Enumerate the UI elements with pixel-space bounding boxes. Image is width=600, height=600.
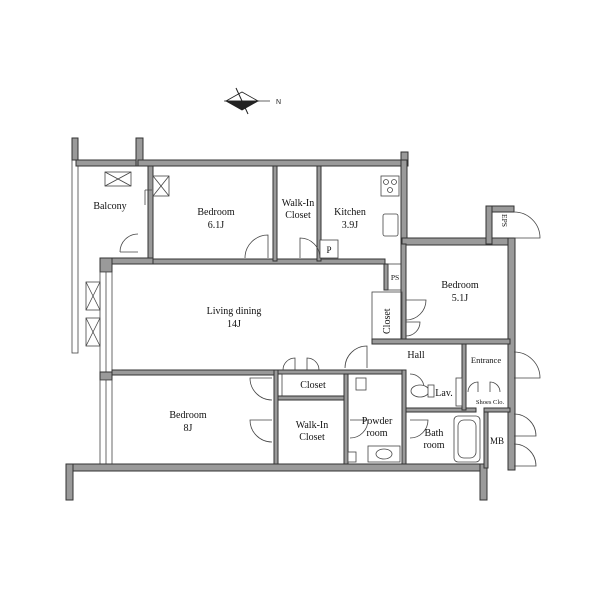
north-arrow-icon: N [224,87,281,115]
kitchen-sink-icon [382,213,399,237]
wall-bedroom-left [147,165,154,265]
label-kitchen-size: 3.9J [342,220,359,231]
stove-icon [380,175,400,197]
door-mb-bottom [513,443,537,467]
label-walkin-bottom-2: Closet [299,432,325,443]
fixtures: P [85,171,481,463]
wall-top [137,159,409,167]
label-living-size: 14J [227,319,241,330]
bathtub-icon [453,415,481,463]
door-shoes-right [489,381,501,393]
label-bedroom-top: Bedroom [197,207,234,218]
wall-hall-top [371,338,511,345]
label-bedroom-bottom: Bedroom [169,410,206,421]
door-hall [344,345,368,369]
doors [119,189,541,467]
wall-living-bottom [111,369,275,376]
door-closet-vertical [405,321,421,337]
door-bath [409,419,429,439]
door-walkin-bottom-a [249,419,273,443]
label-bath-1: Bath [425,428,444,439]
walls [65,137,516,501]
label-walkin-bottom-1: Walk-In [296,420,329,431]
door-mb-top [513,413,537,437]
wall-bottom-left-post [65,463,74,501]
label-bedroom-right: Bedroom [441,280,478,291]
label-living: Living dining [207,306,262,317]
pipe-space-label: P [326,245,331,255]
door-entrance [513,351,541,379]
wall-closet-mid-bottom [277,395,347,401]
label-powder-2: room [366,428,387,439]
wall-bottom [65,463,487,472]
label-shoes: Shoes Clo. [476,399,505,406]
cabinet-icon [355,377,367,391]
door-closet-right [306,357,320,371]
label-eps: EPS [500,214,509,227]
wall-ps-left [383,263,389,291]
toilet-icon [410,384,430,398]
wall-bedroom-bottom-right [273,369,279,465]
door-bedroom-top [244,234,269,259]
interior-walls [111,165,511,469]
label-hall: Hall [407,350,424,361]
washer-icon [347,451,357,463]
wall-bedroom-living [152,258,386,265]
label-lav: Lav. [435,388,452,399]
pipe-space-icon [319,239,339,259]
wall-living-bottom-corner [99,371,113,381]
door-powder [349,419,369,439]
wall-lav-bottom [405,407,477,413]
wall-kitchen-right [400,159,408,245]
door-shoes-left [467,381,479,393]
door-balcony-side [144,189,152,205]
wall-powder-left [343,373,349,465]
wall-entrance-left [461,343,467,411]
label-kitchen: Kitchen [334,207,366,218]
wall-lav-left [401,369,407,465]
wall-walkin-right [316,165,322,262]
door-closet-left [282,357,296,371]
door-bedroom-right [405,299,427,321]
door-bedroom-bottom [249,377,273,401]
label-balcony: Balcony [93,201,126,212]
door-eps [513,211,541,239]
label-walkin-top-2: Closet [285,210,311,221]
label-bath-2: room [423,440,444,451]
label-entrance: Entrance [471,355,501,365]
north-label: N [276,99,281,106]
label-closet-vertical: Closet [382,308,393,334]
wall-living-corner [99,257,113,273]
label-powder-1: Powder [362,416,393,427]
label-bedroom-top-size: 6.1J [208,220,225,231]
balcony-railing-cap [71,137,79,161]
wall-bedroom-right-top [401,237,513,246]
label-bedroom-right-size: 5.1J [452,293,469,304]
wall-eps-left [485,205,493,245]
washbasin-icon [367,445,401,463]
room-labels: Balcony Bedroom 6.1J Walk-In Closet Kitc… [93,198,509,451]
wall-balcony-top [75,159,139,167]
label-mb: MB [490,436,504,446]
wall-walkin-left [272,165,278,262]
wall-hall-left-bottom [277,369,407,375]
wall-mb-left [483,407,489,469]
wall-mb-top [483,407,511,413]
label-walkin-top-1: Walk-In [282,198,315,209]
label-bedroom-bottom-size: 8J [184,423,193,434]
door-balcony [119,233,139,253]
balcony-railing [71,137,79,354]
label-ps: PS [391,273,399,282]
wall-bottom-right-post [479,463,488,501]
lav-counter-icon [455,377,463,407]
wall-right [507,237,516,471]
label-closet-mid: Closet [300,380,326,391]
